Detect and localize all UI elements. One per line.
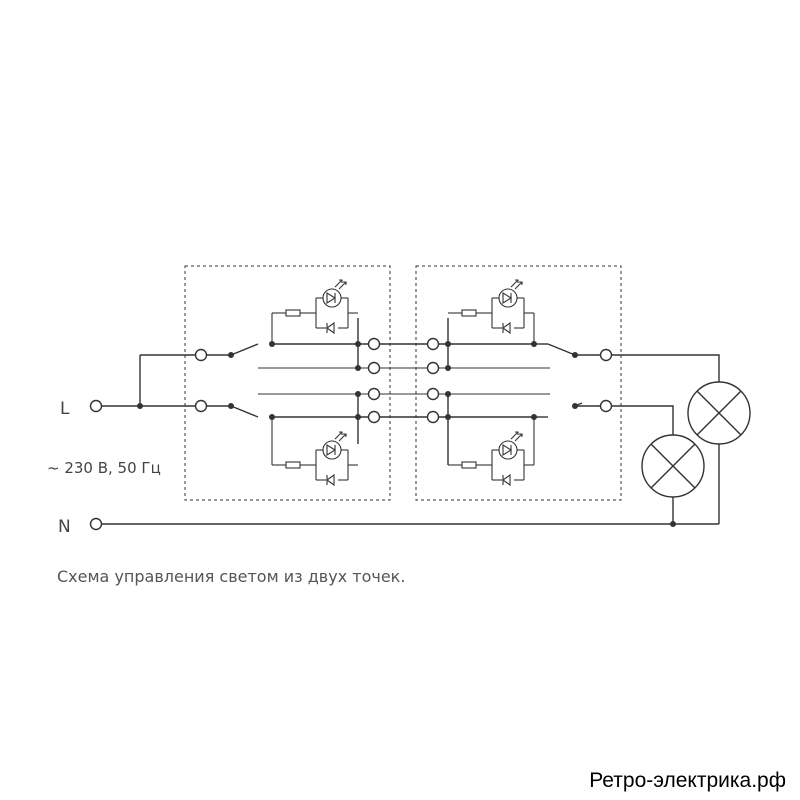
switch-block-left [184,265,391,501]
right-top-indicator-circuit [447,279,535,334]
left-top-indicator-circuit [271,279,359,334]
right-terminal-4 [426,410,440,424]
supply-spec-label: ~ 230 В, 50 Гц [47,459,161,477]
right-terminal-2 [426,361,440,375]
right-bottom-indicator-circuit [447,431,535,486]
left-input-terminal-bottom [194,399,208,413]
site-watermark: Ретро-электрика.рф [589,769,786,792]
right-terminal-1 [426,337,440,351]
left-switch-blade-bottom [230,405,259,418]
left-terminal-1 [367,337,381,351]
left-bottom-indicator-circuit [271,431,359,486]
neutral-terminal [89,517,103,531]
left-terminal-3 [367,387,381,401]
right-output-terminal-bottom [599,399,613,413]
right-switch-blade-top [547,343,576,356]
phase-terminal [89,399,103,413]
lamp-upper [687,381,751,445]
lamp-lower [641,434,705,498]
left-input-terminal-top [194,348,208,362]
left-switch-blade-top [230,343,259,356]
switch-block-right [415,265,622,501]
left-terminal-2 [367,361,381,375]
left-terminal-4 [367,410,381,424]
neutral-label: N [58,517,71,537]
diagram-caption: Схема управления светом из двух точек. [57,567,406,586]
right-terminal-3 [426,387,440,401]
phase-label: L [60,399,70,419]
right-output-terminal-top [599,348,613,362]
